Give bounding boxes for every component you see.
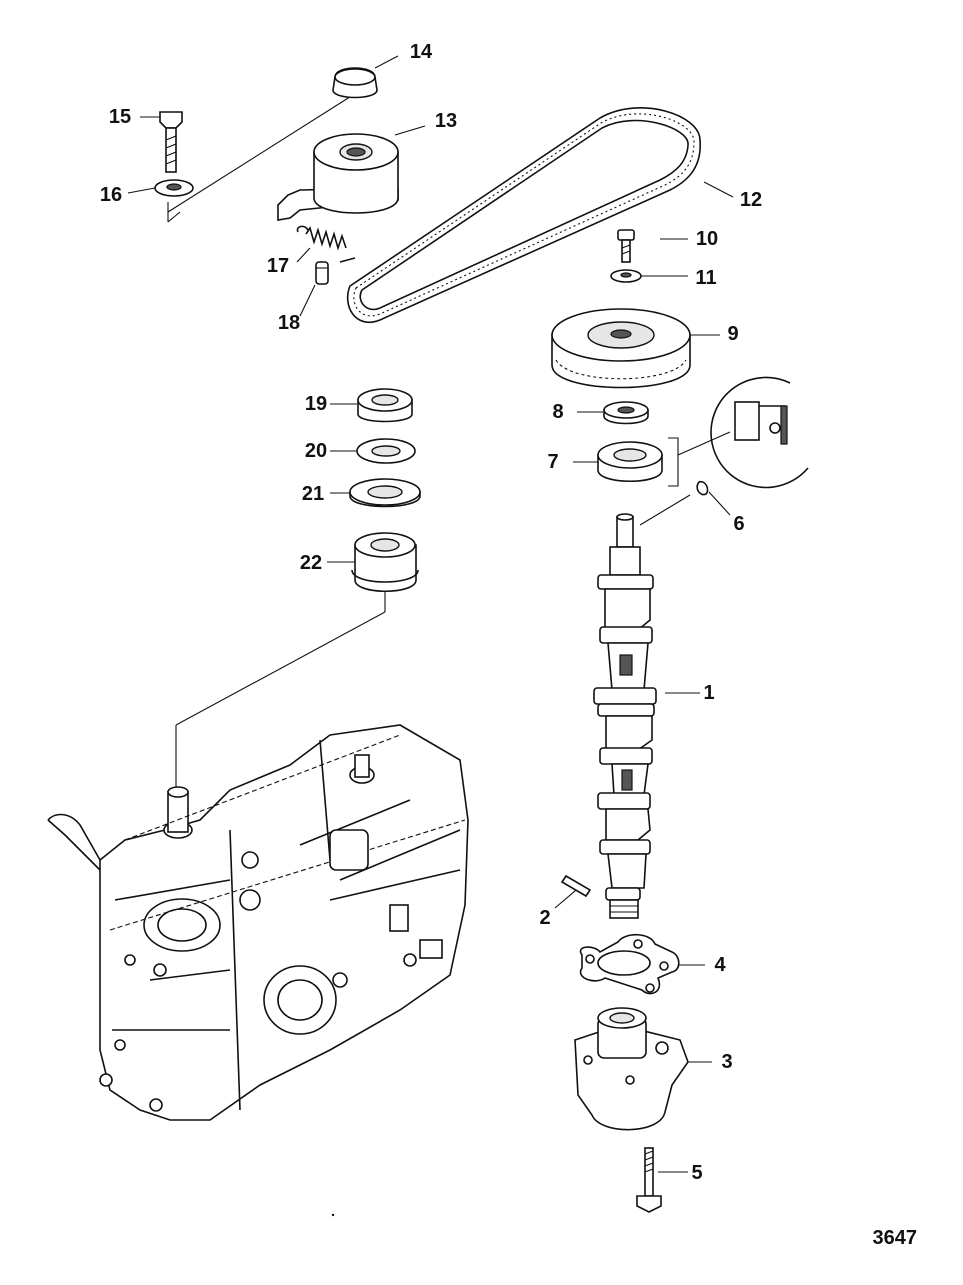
part-20-lock-washer xyxy=(356,438,416,464)
callout-13: 13 xyxy=(434,110,458,132)
callout-21: 21 xyxy=(301,483,325,505)
part-13-tensioner-pulley xyxy=(277,133,399,221)
callout-20: 20 xyxy=(304,440,328,462)
part-22-crank-pulley xyxy=(351,532,419,593)
part-10-bolt xyxy=(617,229,635,263)
part-12-timing-belt xyxy=(346,107,701,323)
callout-16: 16 xyxy=(99,184,123,206)
part-16-washer xyxy=(154,179,194,197)
part-21-washer xyxy=(349,478,421,508)
part-4-gasket xyxy=(579,933,680,995)
callout-18: 18 xyxy=(277,312,301,334)
part-1-camshaft xyxy=(593,513,657,919)
leader-lines xyxy=(127,55,734,1173)
part-3-pump-housing xyxy=(574,1007,689,1131)
callout-8: 8 xyxy=(552,401,564,423)
callout-12: 12 xyxy=(739,189,763,211)
callout-9: 9 xyxy=(727,323,739,345)
callout-14: 14 xyxy=(409,41,433,63)
callout-3: 3 xyxy=(721,1051,733,1073)
part-15-bolt xyxy=(159,111,183,173)
callout-2: 2 xyxy=(539,907,551,929)
detail-view-circle xyxy=(710,376,809,489)
figure-id: 3647 xyxy=(872,1227,918,1249)
part-14-cap xyxy=(332,67,378,99)
callout-11: 11 xyxy=(695,267,717,289)
part-2-pin xyxy=(560,874,592,898)
part-17-spring xyxy=(296,225,356,263)
part-5-bolt xyxy=(636,1147,662,1213)
part-11-washer xyxy=(610,269,642,283)
callout-4: 4 xyxy=(714,954,726,976)
callout-22: 22 xyxy=(299,552,323,574)
callout-5: 5 xyxy=(691,1162,703,1184)
part-7-seal xyxy=(597,441,663,483)
engine-block xyxy=(47,724,469,1121)
callout-7: 7 xyxy=(547,451,559,473)
callout-10: 10 xyxy=(695,228,719,250)
part-18-pin xyxy=(315,261,329,285)
part-6-key xyxy=(696,480,709,496)
part-9-sprocket xyxy=(551,308,691,389)
part-8-washer xyxy=(603,401,649,425)
stray-dot xyxy=(331,1213,335,1217)
callout-19: 19 xyxy=(304,393,328,415)
callout-17: 17 xyxy=(266,255,290,277)
callout-1: 1 xyxy=(703,682,715,704)
part-19-nut xyxy=(357,388,413,423)
callout-15: 15 xyxy=(108,106,132,128)
callout-6: 6 xyxy=(733,513,745,535)
